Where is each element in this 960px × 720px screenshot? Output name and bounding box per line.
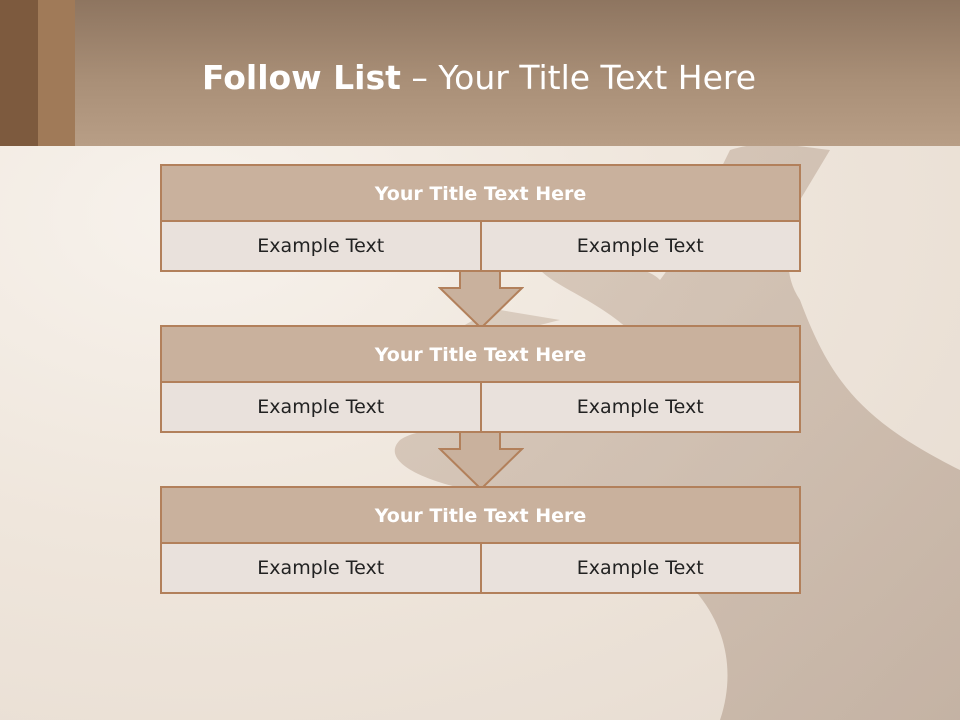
block-cell-left: Example Text bbox=[162, 383, 480, 431]
list-block-2: Your Title Text Here Example Text Exampl… bbox=[160, 325, 801, 433]
header-banner: Follow List – Your Title Text Here bbox=[0, 0, 960, 146]
block-cell-left: Example Text bbox=[162, 222, 480, 270]
block-row: Example Text Example Text bbox=[162, 544, 799, 592]
down-arrow-icon bbox=[438, 270, 524, 330]
slide-title-bold: Follow List bbox=[202, 58, 401, 97]
block-cell-right: Example Text bbox=[479, 544, 799, 592]
slide-title: Follow List – Your Title Text Here bbox=[202, 56, 756, 100]
header-accent-dark bbox=[0, 0, 38, 146]
block-title: Your Title Text Here bbox=[162, 327, 799, 383]
block-cell-right: Example Text bbox=[479, 383, 799, 431]
block-title: Your Title Text Here bbox=[162, 488, 799, 544]
down-arrow-icon bbox=[438, 431, 524, 491]
list-block-1: Your Title Text Here Example Text Exampl… bbox=[160, 164, 801, 272]
slide-title-rest: Your Title Text Here bbox=[438, 58, 757, 97]
header-accent-light bbox=[38, 0, 75, 146]
block-row: Example Text Example Text bbox=[162, 222, 799, 270]
slide-title-separator: – bbox=[400, 58, 439, 97]
block-title: Your Title Text Here bbox=[162, 166, 799, 222]
list-block-3: Your Title Text Here Example Text Exampl… bbox=[160, 486, 801, 594]
block-cell-right: Example Text bbox=[479, 222, 799, 270]
block-cell-left: Example Text bbox=[162, 544, 480, 592]
block-row: Example Text Example Text bbox=[162, 383, 799, 431]
